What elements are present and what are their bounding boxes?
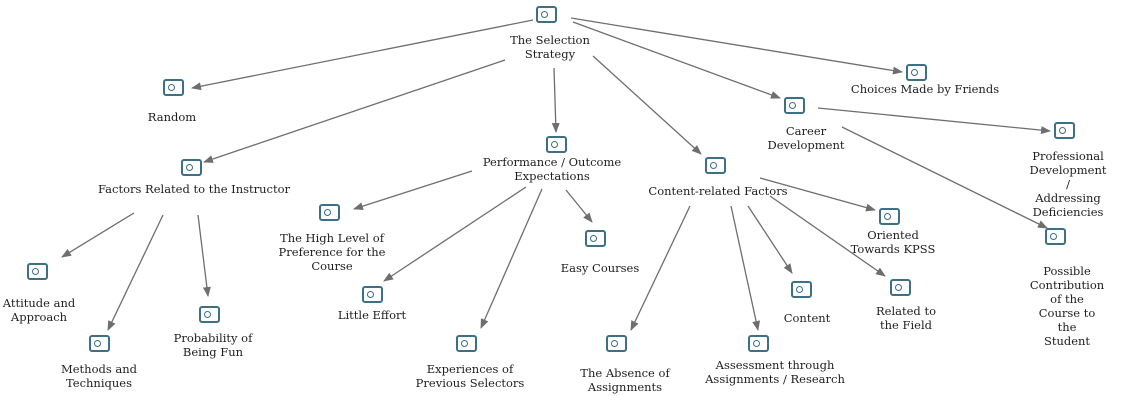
tag-icon: [791, 281, 812, 298]
tag-icon: [199, 306, 220, 323]
tag-icon: [362, 286, 383, 303]
edge-performance-to-experiences: [480, 188, 543, 329]
edge-root-to-friends: [570, 17, 903, 75]
tag-icon: [319, 204, 340, 221]
edge-root-to-career: [572, 21, 781, 99]
tag-icon: [879, 208, 900, 225]
edge-content_factors-to-kpss: [759, 177, 876, 212]
node-label-kpss: Oriented Towards KPSS: [850, 228, 936, 256]
tag-icon: [89, 335, 110, 352]
edge-root-to-performance: [551, 67, 560, 133]
node-label-absence: The Absence of Assignments: [580, 366, 670, 394]
edge-instructor-to-fun: [197, 214, 211, 297]
edge-content_factors-to-absence: [630, 205, 691, 331]
tag-icon: [784, 97, 805, 114]
node-label-performance: Performance / Outcome Expectations: [482, 155, 622, 183]
edge-career-to-professional: [817, 107, 1051, 135]
tag-icon: [27, 263, 48, 280]
tag-icon: [181, 159, 202, 176]
tag-icon: [163, 79, 184, 96]
node-label-methods: Methods and Techniques: [60, 362, 138, 390]
tag-icon: [906, 64, 927, 81]
node-label-fun: Probability of Being Fun: [173, 331, 253, 359]
tag-icon: [1045, 228, 1066, 245]
tag-icon: [890, 279, 911, 296]
edge-performance-to-preference: [353, 170, 473, 211]
tag-icon: [705, 157, 726, 174]
edge-performance-to-easy: [565, 189, 593, 223]
tag-icon: [456, 335, 477, 352]
node-label-professional: Professional Development / Addressing De…: [1029, 149, 1107, 219]
edge-root-to-random: [191, 19, 534, 91]
node-label-content-factors: Content-related Factors: [648, 184, 788, 198]
node-label-career: Career Development: [767, 124, 845, 152]
tag-icon: [536, 6, 557, 23]
edge-root-to-instructor: [203, 59, 506, 163]
node-label-random: Random: [147, 110, 197, 124]
edge-instructor-to-methods: [107, 214, 164, 331]
edge-instructor-to-attitude: [61, 212, 135, 258]
tag-icon: [546, 136, 567, 153]
node-label-root: The Selection Strategy: [510, 33, 590, 61]
node-label-easy: Easy Courses: [560, 261, 640, 275]
tag-icon: [606, 335, 627, 352]
tag-icon: [585, 230, 606, 247]
node-label-attitude: Attitude and Approach: [2, 296, 76, 324]
node-label-instructor: Factors Related to the Instructor: [97, 182, 291, 196]
tag-icon: [748, 335, 769, 352]
node-label-preference: The High Level of Preference for the Cou…: [278, 231, 386, 273]
edge-career-to-contribution: [841, 126, 1048, 229]
tag-icon: [1054, 122, 1075, 139]
node-label-content: Content: [783, 311, 831, 325]
node-label-contribution: Possible Contribution of the Course to t…: [1029, 264, 1105, 348]
node-label-experiences: Experiences of Previous Selectors: [415, 362, 525, 390]
edge-root-to-content_factors: [592, 55, 702, 155]
node-label-effort: Little Effort: [337, 308, 407, 322]
node-label-assessment: Assessment through Assignments / Researc…: [705, 358, 845, 386]
node-label-field: Related to the Field: [876, 304, 936, 332]
edge-content_factors-to-assessment: [730, 205, 760, 331]
node-label-friends: Choices Made by Friends: [850, 82, 1000, 96]
edge-content_factors-to-field: [769, 195, 886, 277]
edge-performance-to-effort: [383, 186, 527, 282]
edge-content_factors-to-content: [747, 205, 793, 274]
